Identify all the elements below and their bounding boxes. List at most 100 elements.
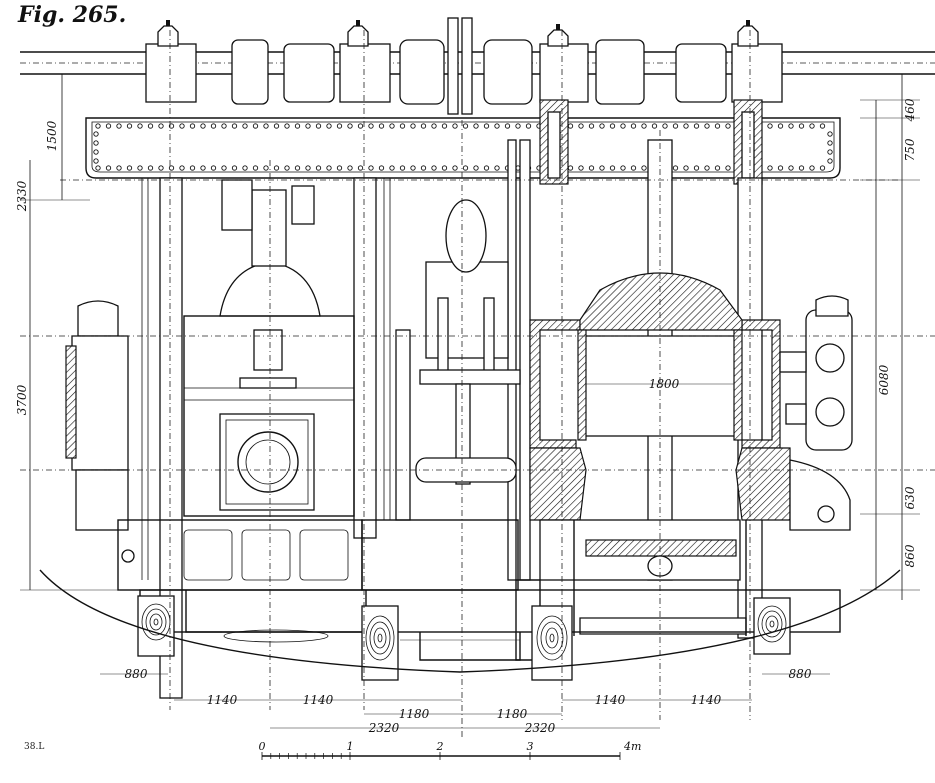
rivet [200,165,206,171]
rivet [368,123,374,129]
rivet [620,123,626,129]
rivet [315,165,322,171]
rivet [714,123,721,129]
dim-bottom-1140-c: 1140 [595,693,626,707]
rivet [767,123,773,129]
rivet [504,123,511,129]
frame-rivets [93,123,833,171]
rivet [347,123,353,129]
rivet [441,123,448,129]
rivet [168,165,175,171]
rivet [284,123,290,129]
rivet [378,123,385,129]
dim-bottom-2320-b: 2320 [524,721,556,735]
left-cylinder-group [183,179,355,517]
rivet [105,123,112,129]
rivet [588,165,595,171]
rivet [473,165,479,171]
rivet [116,123,122,129]
dim-right-630: 630 [903,486,917,509]
dim-bottom-1140-d: 1140 [691,693,722,707]
scale-tick-3: 3 [527,740,534,753]
rivet [326,123,332,129]
rivet [462,165,469,171]
rivet [609,123,616,129]
entablature-frame [85,99,841,185]
rivet [93,158,99,164]
rivet [672,123,679,129]
rivet [93,149,99,155]
rivet [704,165,710,171]
rivet [158,123,164,129]
rivet [578,165,584,171]
scale-tick-2: 2 [436,740,444,753]
rivet [158,165,164,171]
rivet [725,165,731,171]
scale-tick-4m: 4m [623,740,641,753]
rivet [494,165,500,171]
dim-bottom-1140-b: 1140 [303,693,334,707]
rivet [347,165,353,171]
rivet [200,123,206,129]
rivet [599,165,605,171]
rivet [252,123,259,129]
rivet [798,123,805,129]
bottom-dimension-lines [100,673,830,729]
rivet [221,123,227,129]
rivet [662,123,668,129]
rivet [93,140,99,146]
rivet [368,165,374,171]
rivet [588,123,595,129]
scale-subdivisions [270,753,342,759]
rivet [410,123,416,129]
right-cylinder-section [515,272,791,661]
rivet [242,165,248,171]
rivet [315,123,322,129]
rivet [704,123,710,129]
rivet [777,165,784,171]
rivet [420,123,427,129]
dim-left-1500: 1500 [45,120,59,151]
rivet [126,123,133,129]
crankshaft-line [20,17,935,115]
rivet [767,165,773,171]
dim-bottom-880-right: 880 [789,667,812,681]
rivet [378,165,385,171]
dim-bottom-880-left: 880 [125,667,148,681]
right-dimension-lines [860,74,920,600]
rivet [399,165,406,171]
rivet [827,131,833,137]
dim-right-6080: 6080 [877,364,891,395]
rivet [410,165,416,171]
left-dimension-lines [20,74,120,591]
rivet [641,165,647,171]
rivet [116,165,122,171]
rivet [273,123,280,129]
rivet [284,165,290,171]
rivet [179,165,185,171]
dim-bottom-1180-b: 1180 [497,707,528,721]
dim-right-860: 860 [903,544,917,567]
dim-bottom-1140-a: 1140 [207,693,238,707]
rivet [693,123,700,129]
rivet [788,123,794,129]
rivet [221,165,227,171]
right-side-pump [779,295,853,531]
rivet [231,123,238,129]
rivet [189,165,196,171]
centerlines [20,30,935,740]
rivet [819,165,826,171]
rivet [483,123,490,129]
rivet [777,123,784,129]
rivet [105,165,112,171]
rivet [452,123,458,129]
rivet [599,123,605,129]
rivet [452,165,458,171]
rivet [630,123,637,129]
rivet [473,123,479,129]
rivet [389,165,395,171]
hull-curve [39,569,901,673]
rivet [683,165,689,171]
rivet [798,165,805,171]
rivet [305,165,311,171]
